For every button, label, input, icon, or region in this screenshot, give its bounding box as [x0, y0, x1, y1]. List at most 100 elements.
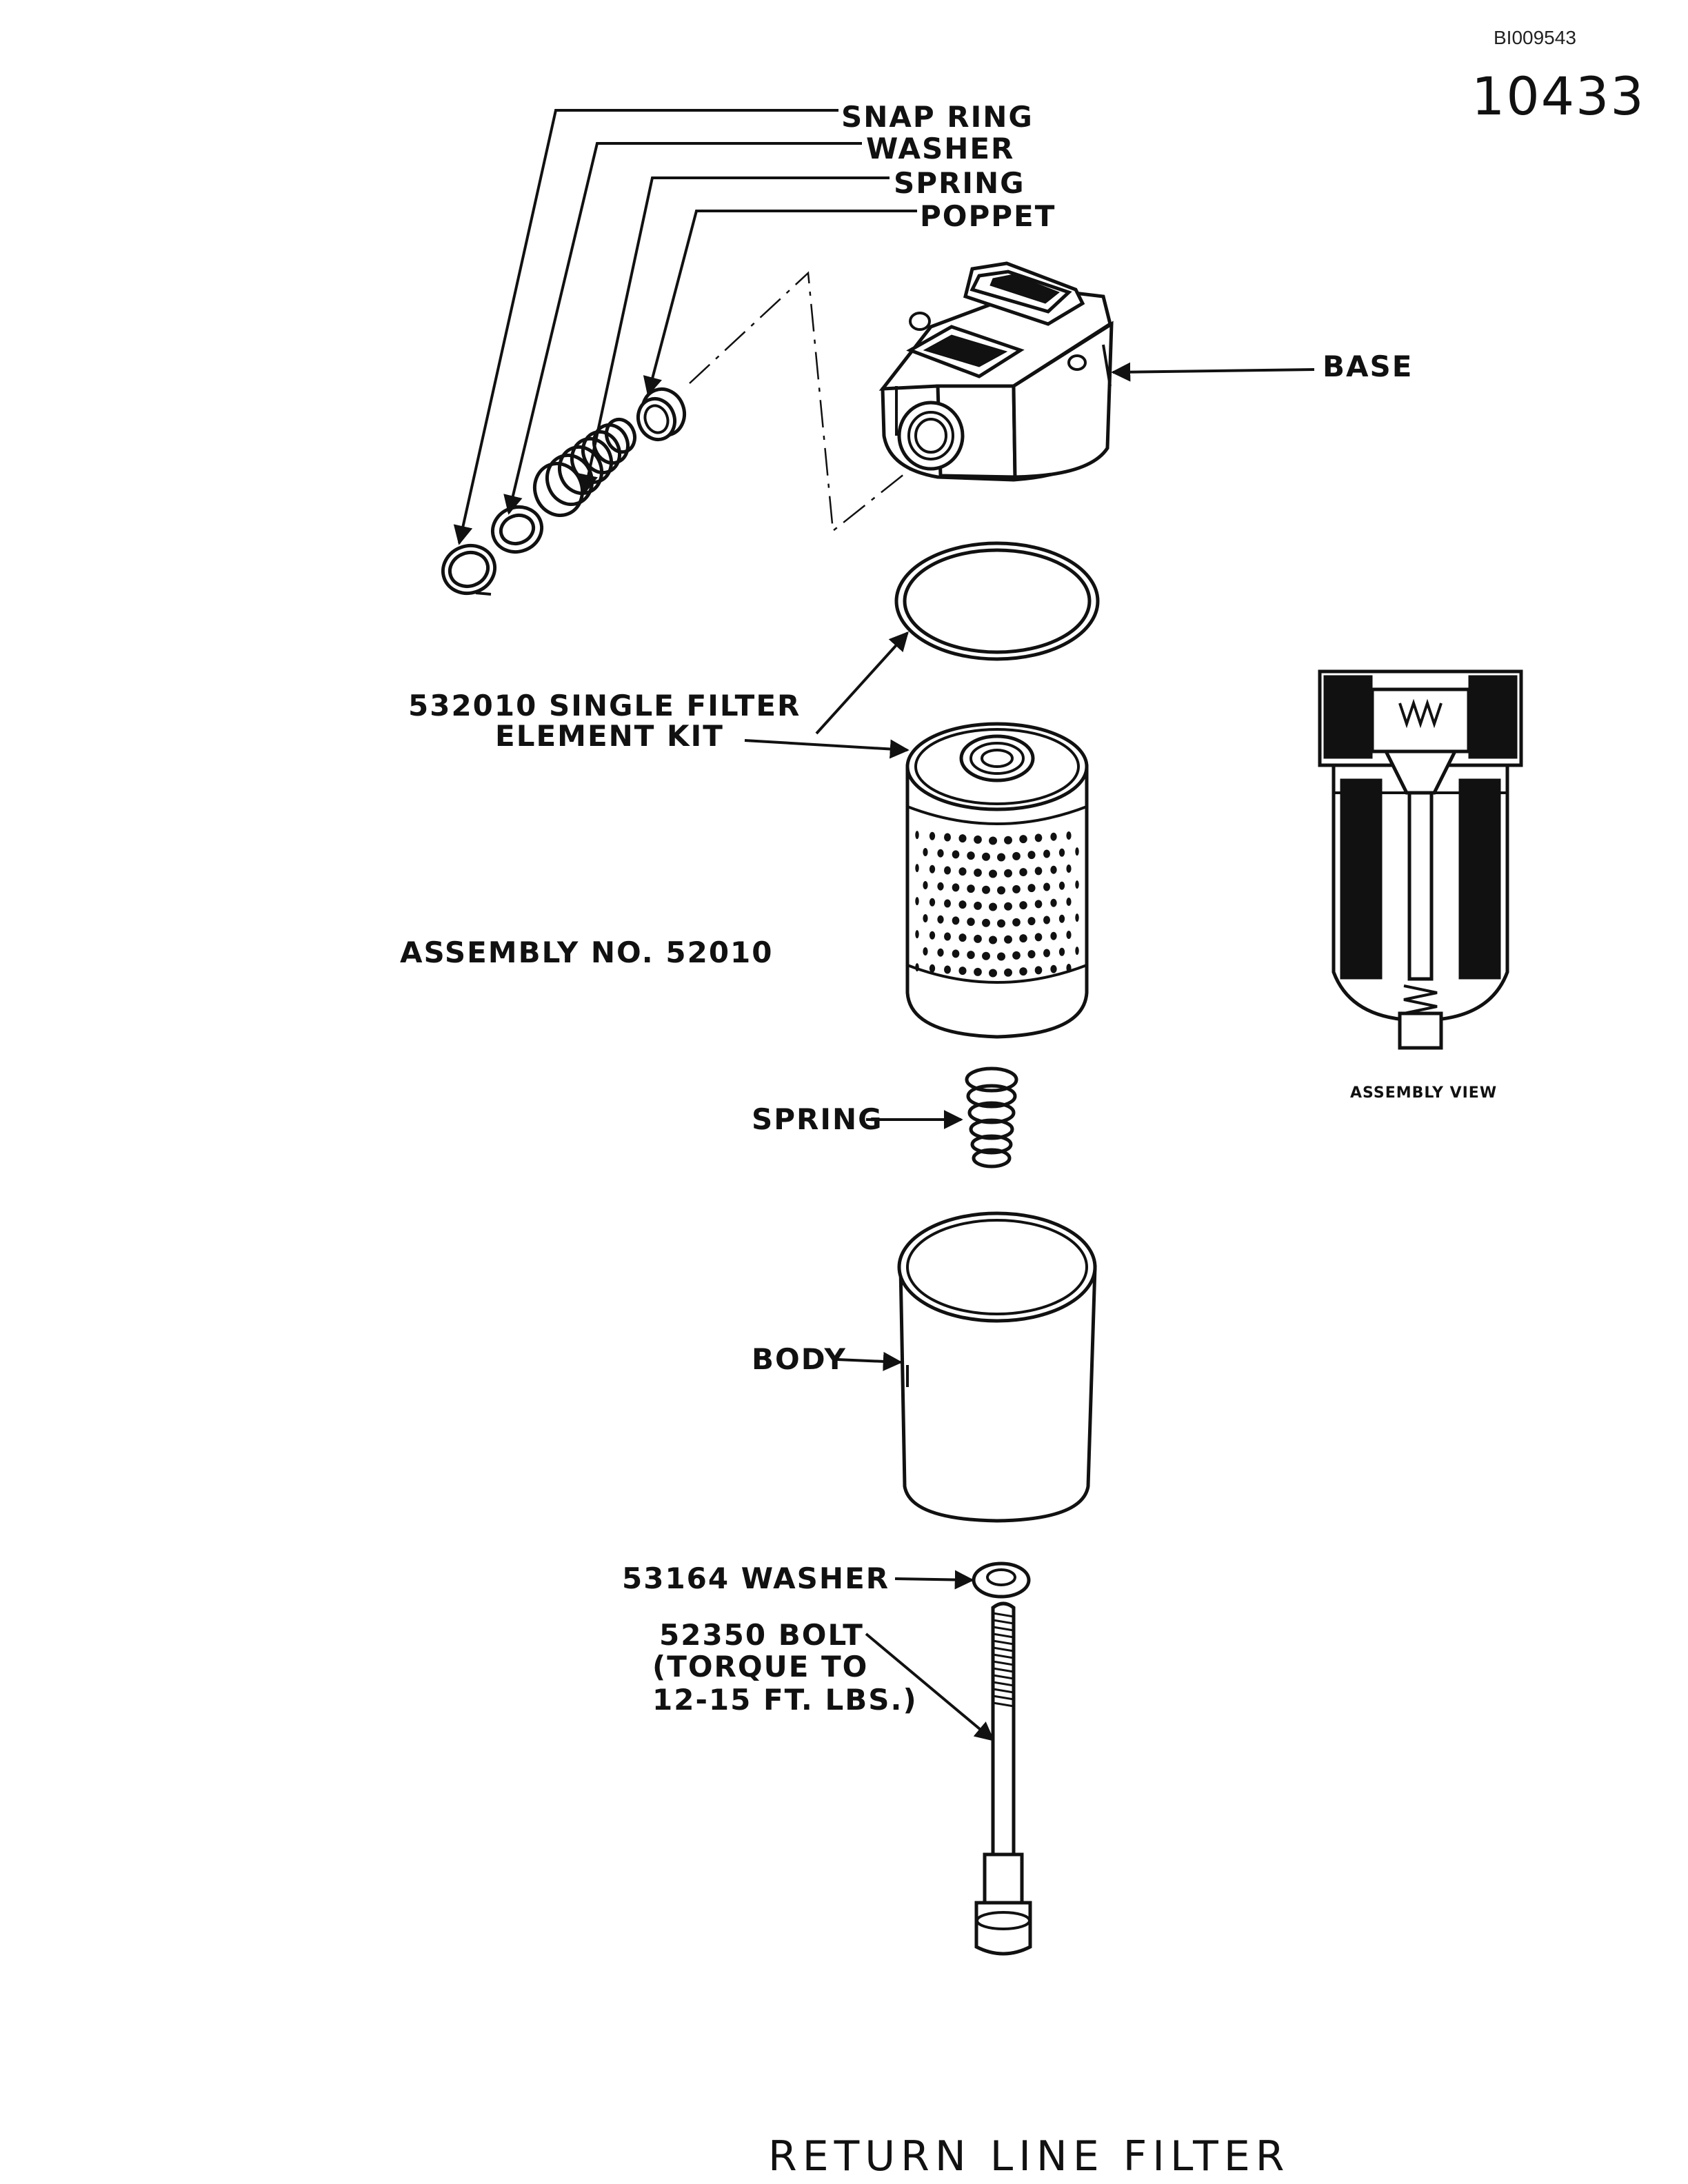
bolt-thread	[992, 1681, 1014, 1687]
perforation-hole	[1004, 869, 1012, 878]
callout-poppet: POPPET	[920, 199, 1056, 233]
filter-base-part	[878, 261, 1114, 482]
document-id: BI009543	[1494, 27, 1576, 48]
perforation-hole	[974, 835, 982, 844]
perforation-hole	[958, 834, 967, 843]
perforation-hole	[997, 886, 1005, 895]
perforation-hole	[1066, 931, 1072, 939]
assembly-view-caption: ASSEMBLY VIEW	[1350, 1084, 1497, 1102]
bolt-thread	[992, 1667, 1014, 1673]
assembly-centerline	[689, 271, 922, 533]
perforation-hole	[1058, 848, 1065, 857]
filter-perforations	[915, 831, 1079, 978]
perforation-hole	[915, 864, 919, 873]
perforation-hole	[989, 902, 997, 911]
callout-kit-line2: ELEMENT KIT	[495, 719, 724, 753]
bolt-thread	[992, 1612, 1014, 1618]
perforation-hole	[1066, 964, 1072, 972]
perforation-hole	[1075, 880, 1079, 889]
perforation-hole	[952, 883, 960, 892]
callout-kit-line1: 532010 SINGLE FILTER	[408, 689, 801, 722]
perforation-hole	[1050, 865, 1057, 874]
snap-ring-part	[441, 544, 497, 596]
perforation-hole	[1058, 881, 1065, 890]
perforation-hole	[1066, 831, 1072, 840]
perforation-hole	[958, 867, 967, 876]
callout-snap-ring: SNAP RING	[841, 100, 1034, 134]
bolt-thread	[992, 1632, 1014, 1639]
spring-mid-part	[965, 1066, 1018, 1169]
perforation-hole	[937, 849, 944, 858]
perforation-hole	[1019, 868, 1027, 877]
spring-top-part	[533, 417, 637, 518]
perforation-hole	[1004, 902, 1012, 911]
perforation-hole	[1034, 900, 1043, 909]
drawing-title: RETURN LINE FILTER	[768, 2132, 1289, 2181]
washer-bottom-part	[972, 1561, 1031, 1599]
perforation-hole	[982, 918, 990, 927]
bolt-threads	[992, 1612, 1014, 1708]
perforation-hole	[1075, 913, 1079, 922]
kit-leaders	[744, 631, 910, 759]
perforation-hole	[1004, 968, 1012, 977]
poppet-part	[636, 387, 686, 442]
perforation-hole	[929, 931, 936, 940]
perforation-hole	[1012, 851, 1021, 860]
perforation-hole	[944, 932, 951, 941]
perforation-hole	[958, 967, 967, 975]
perforation-hole	[989, 969, 997, 978]
perforation-hole	[1066, 865, 1072, 873]
perforation-hole	[944, 899, 951, 908]
perforation-hole	[974, 868, 982, 877]
bolt-thread	[992, 1688, 1014, 1694]
callout-spring-mid: SPRING	[752, 1102, 883, 1136]
perforation-hole	[1012, 918, 1021, 927]
callout-bolt-line2: (TORQUE TO	[652, 1650, 868, 1684]
perforation-hole	[1043, 916, 1050, 924]
perforation-hole	[1058, 947, 1065, 956]
perforation-hole	[974, 934, 982, 943]
perforation-hole	[1034, 933, 1043, 942]
perforation-hole	[915, 831, 919, 840]
bolt-thread	[992, 1619, 1014, 1625]
perforation-hole	[1058, 914, 1065, 923]
perforation-hole	[915, 963, 919, 972]
perforation-hole	[958, 900, 967, 909]
perforation-hole	[1019, 901, 1027, 910]
perforation-hole	[1050, 964, 1057, 973]
perforation-hole	[929, 898, 936, 907]
perforation-hole	[1034, 867, 1043, 876]
perforation-hole	[989, 869, 997, 878]
callout-bolt-line3: 12-15 FT. LBS.)	[652, 1683, 918, 1717]
perforation-hole	[923, 947, 928, 956]
perforation-hole	[1027, 884, 1036, 893]
base-leader	[1111, 362, 1315, 382]
callout-washer-bottom: 53164 WASHER	[622, 1561, 890, 1595]
bolt-thread	[992, 1639, 1014, 1646]
perforation-hole	[1019, 967, 1027, 976]
assembly-view-illustration	[1318, 669, 1523, 1050]
callout-body: BODY	[752, 1342, 847, 1376]
perforation-hole	[1043, 882, 1050, 891]
perforation-hole	[944, 833, 951, 842]
perforation-hole	[1034, 833, 1043, 842]
perforation-hole	[923, 848, 928, 856]
perforation-hole	[929, 964, 936, 973]
perforation-hole	[1034, 966, 1043, 975]
perforation-hole	[974, 967, 982, 976]
perforation-hole	[1066, 898, 1072, 906]
perforation-hole	[974, 901, 982, 910]
perforation-hole	[929, 865, 936, 873]
perforation-hole	[1019, 934, 1027, 943]
bolt-thread	[992, 1653, 1014, 1659]
perforation-hole	[1075, 847, 1079, 856]
washer-top-part	[490, 505, 544, 554]
perforation-hole	[915, 930, 919, 939]
perforation-hole	[1027, 851, 1036, 860]
perforation-hole	[997, 853, 1005, 862]
callout-washer-top: WASHER	[866, 132, 1014, 165]
perforation-hole	[997, 919, 1005, 928]
perforation-hole	[1027, 950, 1036, 959]
perforation-hole	[967, 918, 975, 927]
perforation-hole	[1050, 898, 1057, 907]
